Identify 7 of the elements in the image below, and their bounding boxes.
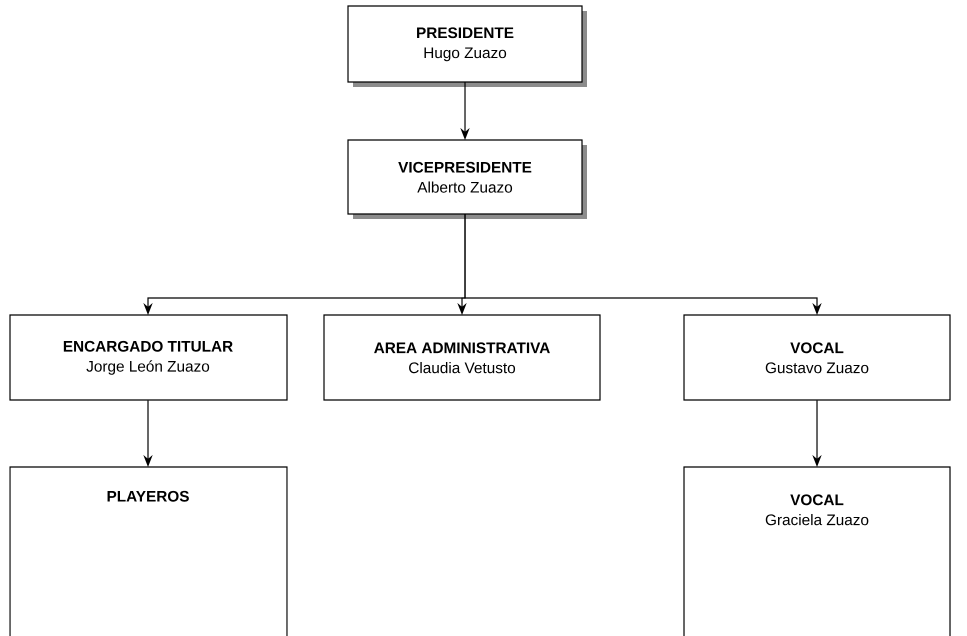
- org-box: AREA ADMINISTRATIVA Claudia Vetusto: [323, 314, 601, 401]
- org-box: ENCARGADO TITULAR Jorge León Zuazo: [9, 314, 288, 401]
- org-box: VOCAL Graciela Zuazo: [683, 466, 951, 636]
- org-box: PLAYEROS: [9, 466, 288, 636]
- org-box: PRESIDENTE Hugo Zuazo: [347, 5, 587, 87]
- org-box: VICEPRESIDENTE Alberto Zuazo: [347, 139, 587, 219]
- org-box: VOCAL Gustavo Zuazo: [683, 314, 951, 401]
